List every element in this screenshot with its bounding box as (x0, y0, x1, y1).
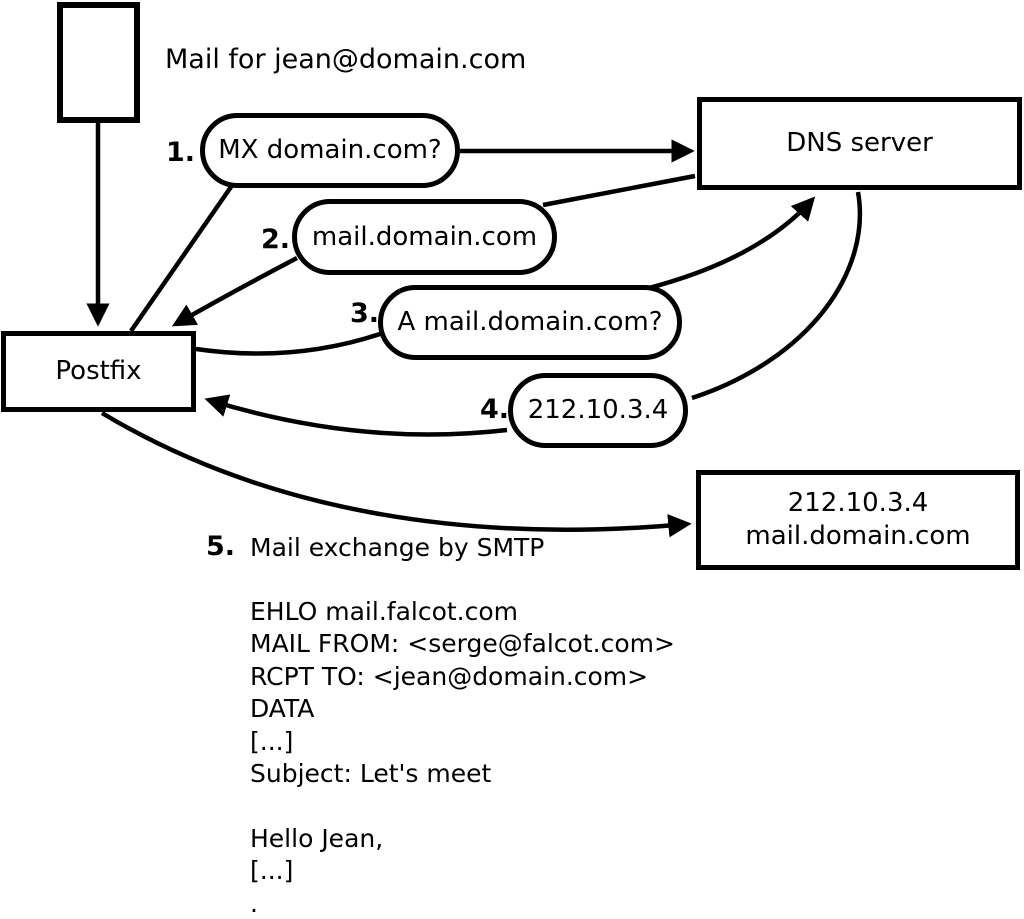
step-2-response-label: mail.domain.com (311, 221, 538, 252)
arrow-postfix-to-mailserver (100, 411, 692, 538)
dns-server-node: DNS server (697, 97, 1022, 190)
arrow-response2-to-postfix (171, 256, 299, 327)
edge-dns-to-response4 (691, 191, 863, 401)
step-3-query-label: A mail.domain.com? (397, 307, 663, 338)
smtp-line: . (250, 888, 258, 918)
step-3-query-pill: A mail.domain.com? (378, 285, 682, 360)
step-1-query-pill: MX domain.com? (200, 113, 460, 188)
step-1-number: 1. (166, 137, 196, 168)
edge-postfix-to-query1 (129, 182, 235, 333)
smtp-session-block: EHLO mail.falcot.com MAIL FROM: <serge@f… (250, 597, 675, 919)
step-1-query-label: MX domain.com? (218, 135, 442, 166)
smtp-line: EHLO mail.falcot.com (250, 597, 519, 626)
dns-server-label: DNS server (786, 128, 933, 159)
smtp-line: [...] (250, 856, 294, 886)
mail-server-hostname: mail.domain.com (745, 521, 971, 551)
postfix-label: Postfix (55, 356, 142, 387)
smtp-line: [...] (250, 726, 294, 756)
step-2-response-pill: mail.domain.com (292, 199, 557, 275)
step-2-number: 2. (261, 224, 291, 255)
step-4-response-label: 212.10.3.4 (527, 395, 669, 426)
smtp-line (250, 791, 675, 823)
smtp-line: Subject: Let's meet (250, 758, 492, 788)
mail-title: Mail for jean@domain.com (165, 44, 527, 75)
step-4-number: 4. (480, 394, 510, 425)
smtp-line: Hello Jean, (250, 823, 384, 853)
smtp-line: DATA (250, 694, 315, 724)
mail-server-ip: 212.10.3.4 (787, 488, 929, 518)
step-5-number: 5. (206, 531, 236, 562)
step-4-response-pill: 212.10.3.4 (508, 373, 688, 448)
edge-postfix-to-query3 (195, 331, 381, 356)
arrow-query3-to-dns (644, 196, 816, 292)
mail-server-node: 212.10.3.4 mail.domain.com (696, 470, 1020, 570)
step-3-number: 3. (350, 298, 380, 329)
smtp-line: MAIL FROM: <serge@falcot.com> (250, 629, 675, 659)
mail-message-box (57, 2, 140, 123)
smtp-line: RCPT TO: <jean@domain.com> (250, 661, 649, 691)
edge-dns-to-response2 (542, 173, 696, 208)
postfix-node: Postfix (1, 331, 196, 412)
step-5-label: Mail exchange by SMTP (250, 533, 545, 562)
arrow-response4-to-postfix (204, 394, 508, 437)
